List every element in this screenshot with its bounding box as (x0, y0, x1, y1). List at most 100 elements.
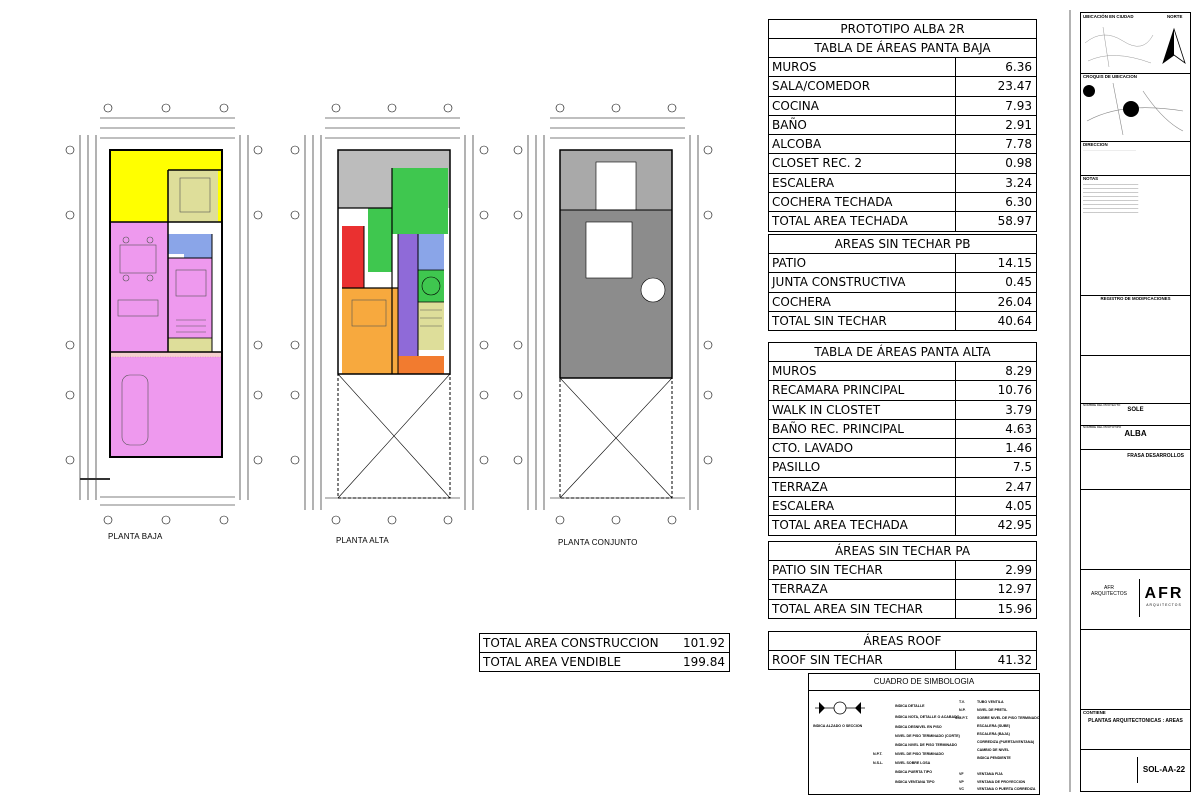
row-value: 4.63 (1005, 421, 1032, 436)
firm-logo: AFR ARQUITECTOS (1139, 579, 1188, 617)
row-label: MUROS (769, 58, 956, 77)
sheet-section: SOL-AA-22 (1081, 749, 1190, 791)
table-sin-pa-title: ÁREAS SIN TECHAR PA (769, 542, 1036, 561)
city-map-icon (1084, 26, 1154, 68)
legend-left-code: N.S.L. (873, 761, 884, 765)
table-roof-title: ÁREAS ROOF (769, 632, 1036, 651)
planta-baja-label: PLANTA BAJA (108, 532, 163, 541)
prototipo-name: ALBA (1124, 429, 1147, 438)
legend-right-item: CAMBIO DE NIVEL (977, 748, 1010, 752)
legend-right-item: SOBRE NIVEL DE PISO TERMINADO (977, 716, 1040, 720)
planta-conjunto-label: PLANTA CONJUNTO (558, 538, 638, 547)
row-value: 2.47 (1005, 479, 1032, 494)
sheet-number: SOL-AA-22 (1137, 757, 1190, 783)
row-label: TERRAZA (769, 580, 956, 599)
row-value: 1.46 (1005, 441, 1032, 456)
row-value: 0.98 (1005, 156, 1032, 171)
row-label: ROOF SIN TECHAR (769, 651, 956, 670)
title-block: UBICACIÓN EN CIUDAD NORTE CROQUIS DE UBI… (1080, 12, 1191, 792)
table-areas-planta-baja: PROTOTIPO ALBA 2R TABLA DE ÁREAS PANTA B… (768, 19, 1037, 232)
row-label: RECAMARA PRINCIPAL (769, 381, 956, 400)
row-label: TOTAL SIN TECHAR (769, 311, 956, 331)
row-value: 7.93 (1005, 98, 1032, 113)
legend-left-item: INDICA DESNIVEL EN PISO (895, 725, 942, 729)
legend-right-item: ESCALERA (SUBE) (977, 724, 1011, 728)
table-row: CLOSET REC. 2 0.98 (769, 154, 1036, 174)
row-label: TOTAL AREA TECHADA (769, 212, 956, 231)
legend-title: CUADRO DE SIMBOLOGIA (809, 674, 1039, 691)
row-label: BAÑO REC. PRINCIPAL (769, 419, 956, 439)
row-label: COCHERA (769, 292, 956, 311)
row-label: ESCALERA (769, 173, 956, 193)
firm-logo-sub: ARQUITECTOS (1146, 603, 1182, 607)
row-value: 10.76 (997, 383, 1032, 398)
proyecto-section: NOMBRE DEL PROYECTO SOLE (1081, 403, 1190, 426)
legend-right-code: VC (959, 787, 964, 791)
row-label: TERRAZA (769, 477, 956, 497)
row-label: TOTAL AREA TECHADA (769, 516, 956, 535)
row-label: COCINA (769, 96, 956, 115)
legend-right-item: CORREDIZA (PUERTA/VENTANA) (977, 740, 1035, 744)
contiene-section: CONTIENE PLANTAS ARQUITECTONICAS : AREAS (1081, 709, 1190, 750)
legend-right-item: ESCALERA (BAJA) (977, 732, 1010, 736)
prototipo-section: NOMBRE DEL PROTOTIPO ALBA (1081, 425, 1190, 450)
row-label: TOTAL AREA CONSTRUCCION (483, 636, 659, 650)
table-row: RECAMARA PRINCIPAL 10.76 (769, 381, 1036, 401)
row-value: 2.99 (1005, 563, 1032, 577)
legend-right-item: TUBO VENTILA (977, 700, 1004, 704)
row-value: 41.32 (997, 653, 1032, 667)
table-row: ROOF SIN TECHAR 41.32 (769, 651, 1036, 670)
legend-right-code: T.V. (959, 700, 965, 704)
row-label: ESCALERA (769, 497, 956, 516)
row-label: WALK IN CLOSTET (769, 400, 956, 419)
row-label: CLOSET REC. 2 (769, 154, 956, 173)
prototipo-name-label: NOMBRE DEL PROTOTIPO (1083, 425, 1122, 429)
row-value: 8.29 (1005, 364, 1032, 378)
legend-right-code: S.M.P.T. (955, 716, 969, 720)
table-sin-pb-title: AREAS SIN TECHAR PB (769, 235, 1036, 254)
table-row: CTO. LAVADO 1.46 (769, 439, 1036, 459)
row-value: 2.91 (1005, 117, 1032, 132)
row-label: PATIO (769, 254, 956, 273)
legend-right-item: VENTANA O PUERTA CORREDIZA (977, 787, 1036, 791)
section-cut-icon (815, 701, 865, 715)
row-label: PATIO SIN TECHAR (769, 561, 956, 580)
registro-label: REGISTRO DE MODIFICACIONES (1100, 296, 1171, 301)
contenido-text: PLANTAS ARQUITECTONICAS : AREAS (1088, 718, 1183, 724)
norte-label: NORTE (1167, 14, 1183, 19)
firm-logo-text: AFR (1144, 585, 1184, 602)
propietario-section: FRASA DESARROLLOS (1081, 449, 1190, 490)
planta-baja-plan (65, 103, 263, 525)
firm-name: AFR ARQUITECTOS (1090, 585, 1128, 597)
table-pb-title: PROTOTIPO ALBA 2R (769, 20, 1036, 39)
croquis-map-icon (1083, 82, 1184, 136)
table-row: PATIO SIN TECHAR 2.99 (769, 561, 1036, 581)
legend-left-item: NIVEL SOBRE LOSA (895, 761, 931, 765)
row-value: 40.64 (997, 313, 1032, 328)
legend-right-item: VENTANA FIJA (977, 772, 1003, 776)
legend-left-item: INDICA PUERTA TIPO (895, 770, 933, 774)
legend-right-item: NIVEL DE PRETIL (977, 708, 1008, 712)
row-label: SALA/COMEDOR (769, 77, 956, 96)
row-value: 26.04 (997, 294, 1032, 309)
row-label: CTO. LAVADO (769, 439, 956, 458)
table-row: COCHERA 26.04 (769, 292, 1036, 312)
proyecto-name: SOLE (1127, 407, 1144, 413)
row-label: BAÑO (769, 115, 956, 135)
legend-left-item: INDICA VENTANA TIPO (895, 780, 935, 784)
legend-right-code: VF (959, 772, 964, 776)
table-row: BAÑO REC. PRINCIPAL 4.63 (769, 419, 1036, 440)
registro-section: REGISTRO DE MODIFICACIONES (1081, 295, 1190, 356)
symbol-legend: CUADRO DE SIMBOLOGIA INDICA ALZADO O SEC… (808, 673, 1040, 795)
legend-left-item: INDICA DETALLE (895, 704, 925, 708)
legend-right-code: N.P. (959, 708, 966, 712)
